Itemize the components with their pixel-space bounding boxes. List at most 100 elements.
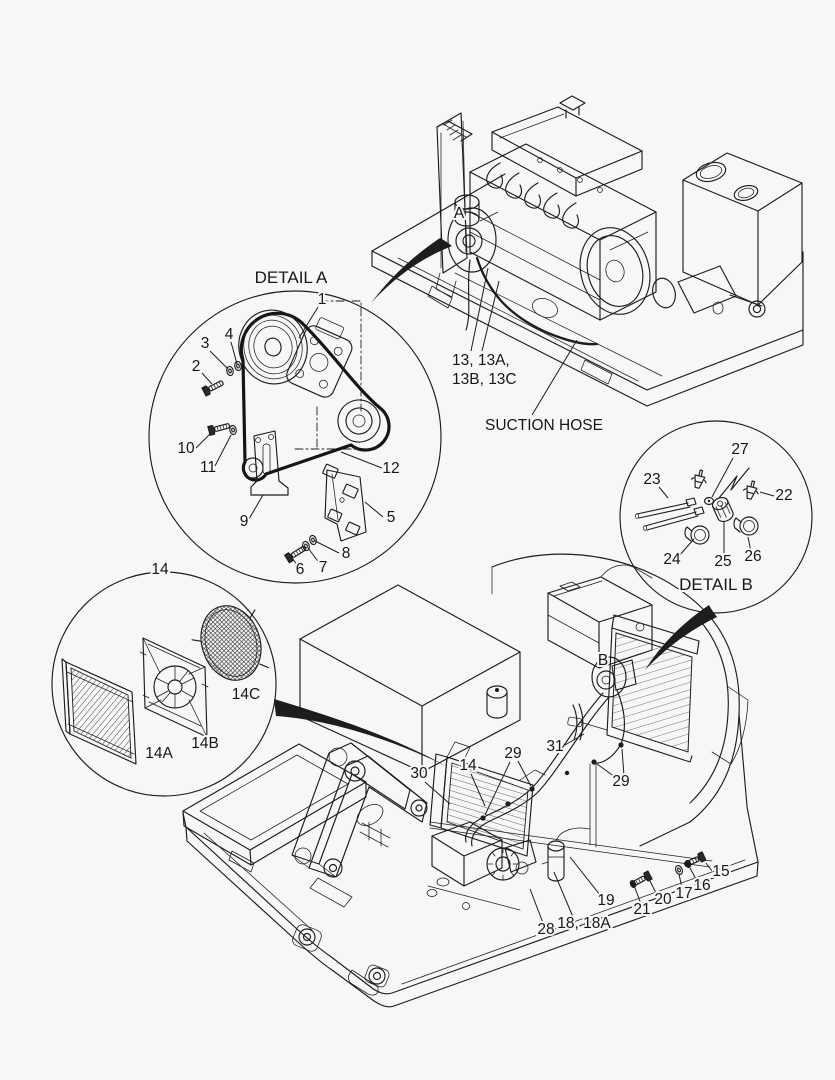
engine-skid-frame	[371, 173, 804, 407]
callout-26: 26	[744, 548, 761, 565]
bolt-6	[284, 543, 308, 564]
callout-23: 23	[643, 471, 660, 488]
callout-11: 11	[200, 459, 216, 476]
callout-5: 5	[387, 509, 396, 526]
callout-29-left-leader	[517, 760, 532, 787]
callout-4-leader	[230, 341, 238, 365]
drive-belt	[239, 311, 391, 482]
detail-a-view	[148, 290, 442, 584]
label-13-line1-leader	[481, 280, 500, 352]
callout-18: 18, 18A	[557, 915, 611, 932]
callout-19-leader	[569, 856, 601, 896]
compressor-clutch-pulley	[238, 309, 308, 385]
alignment-dashdot-lines	[294, 300, 364, 450]
callout-12: 12	[382, 460, 399, 477]
callout-6: 6	[296, 561, 305, 578]
callout-16-leader	[689, 867, 698, 882]
left-platform	[182, 743, 367, 873]
callout-25: 25	[714, 553, 731, 570]
bolt-2	[201, 377, 226, 397]
marker-b: B	[598, 652, 608, 669]
body-side-panel	[491, 553, 749, 847]
condenser-circle	[51, 571, 277, 797]
callout-12-leader	[340, 451, 383, 469]
detail-a-title: DETAIL A	[255, 268, 328, 287]
callout-22: 22	[775, 487, 792, 504]
callout-15-leader	[705, 862, 713, 872]
fan-blades	[155, 666, 195, 708]
marker-a: A	[454, 205, 465, 222]
engine-flywheel-pump	[532, 227, 766, 318]
callout-14b: 14B	[191, 735, 219, 752]
callout-17-leader	[678, 873, 683, 889]
fitting-25	[711, 497, 734, 522]
fan-shroud-14b	[139, 637, 209, 738]
callout-16: 16	[693, 877, 710, 894]
callout-30-leader	[424, 781, 451, 805]
washer-3	[225, 365, 235, 377]
belt-tension-roller	[242, 457, 264, 479]
hydraulic-tank	[682, 152, 803, 315]
callout-10-leader	[195, 431, 213, 449]
callout-18-leader	[553, 871, 574, 918]
detail-b-view	[619, 420, 813, 670]
engine-block	[469, 95, 657, 321]
callout-27-leader	[711, 457, 734, 498]
blower-compressor-unit-28	[427, 821, 537, 911]
callout-17: 17	[675, 885, 692, 902]
rear-tank-box	[299, 584, 521, 773]
callout-9: 9	[240, 513, 249, 530]
callout-31: 31	[546, 738, 563, 755]
machine-condenser-14	[429, 741, 546, 857]
callout-21-leader	[634, 887, 642, 905]
callout-29-right-leader	[596, 763, 616, 778]
callout-8: 8	[342, 545, 351, 562]
callout-22-leader	[759, 491, 775, 497]
callout-29-left-leader	[484, 761, 511, 816]
label-suction-hose: SUCTION HOSE	[485, 417, 603, 434]
callout-7-leader	[307, 547, 321, 565]
callout-2-leader	[201, 372, 213, 385]
callout-23-leader	[658, 486, 669, 499]
detail-b-circle	[619, 420, 813, 614]
callout-2: 2	[192, 358, 201, 375]
callout-20: 20	[654, 891, 672, 908]
arrow-detail-b-to-machine	[645, 605, 717, 670]
callout-30: 30	[410, 765, 428, 782]
callout-24-leader	[677, 538, 695, 558]
engine-radiator	[435, 112, 473, 298]
engine-compressor-location	[447, 194, 599, 346]
compressor	[238, 309, 353, 398]
callout-26-leader	[747, 536, 752, 553]
callout-1: 1	[318, 291, 327, 308]
callout-14c: 14C	[232, 686, 260, 703]
base-bed	[182, 806, 759, 1008]
label-suction-hose-leader	[531, 339, 578, 416]
condenser-14a	[61, 658, 137, 765]
callout-1-leader	[298, 306, 319, 339]
detail-b-title: DETAIL B	[679, 575, 753, 594]
callout-14a: 14A	[145, 745, 173, 762]
callout-29-right: 29	[612, 773, 629, 790]
washer-4	[233, 360, 243, 372]
callout-29-left: 29	[504, 745, 521, 762]
corner-plate-left	[292, 924, 322, 952]
callout-28-leader	[529, 888, 544, 924]
idler-pulley-12	[337, 399, 381, 443]
label-13-line1: 13, 13A,	[452, 352, 510, 369]
valve-core-22	[742, 480, 759, 500]
pipe-break-zigzag	[718, 467, 750, 499]
callout-10: 10	[177, 440, 195, 457]
callout-15: 15	[712, 863, 729, 880]
pipes-23	[635, 497, 705, 531]
callout-3: 3	[201, 335, 210, 352]
pipe-31	[567, 703, 608, 741]
callout-14-machine: 14	[459, 757, 477, 774]
callout-27: 27	[731, 441, 748, 458]
callout-20-leader	[649, 880, 658, 896]
boom-mount-bracket	[291, 742, 428, 908]
